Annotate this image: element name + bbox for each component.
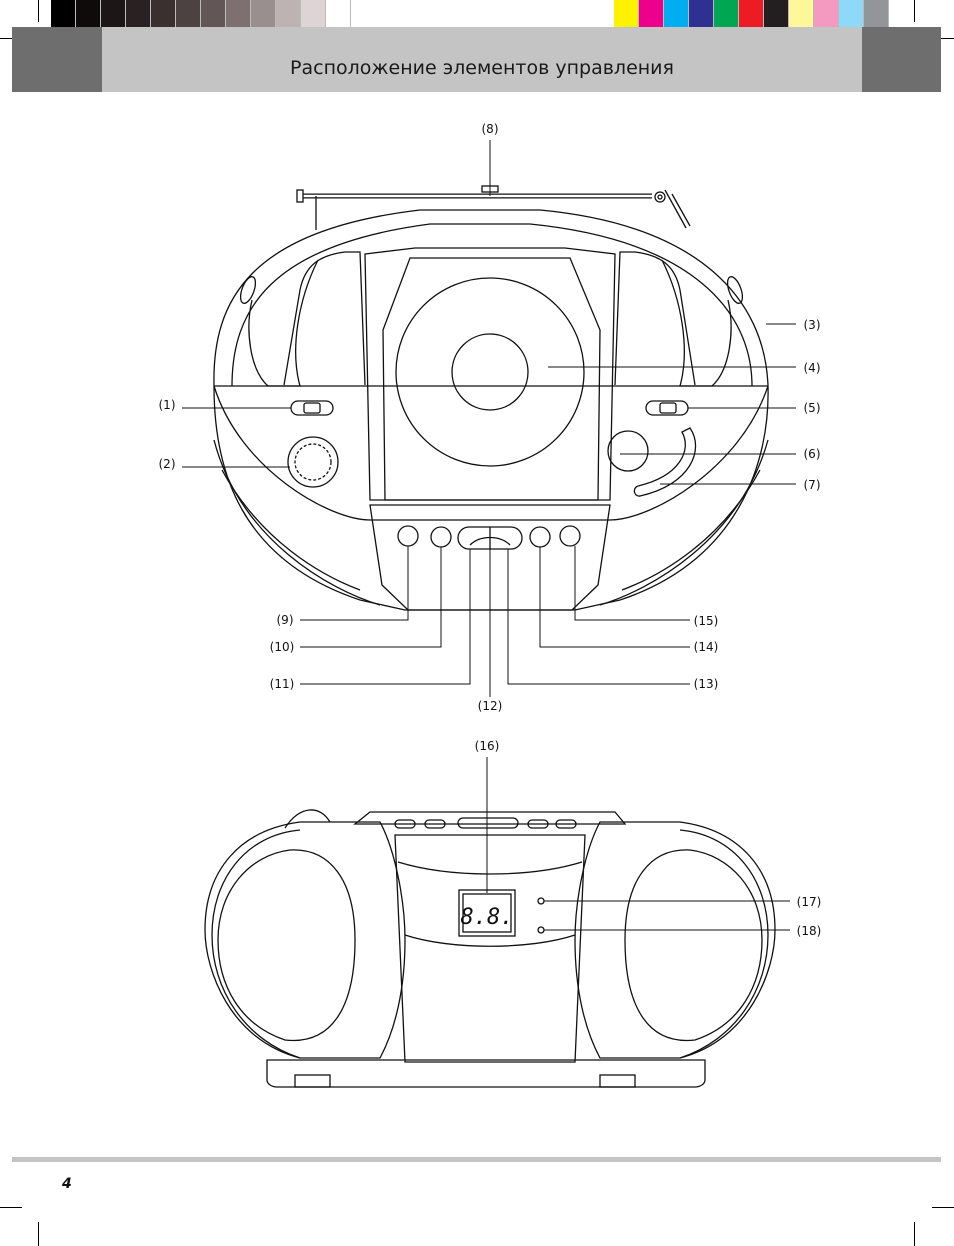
crop-mark: [0, 38, 22, 39]
color-swatch: [764, 0, 789, 27]
header-left-block: [12, 27, 102, 92]
callout-10: (10): [270, 640, 295, 654]
display-readout: 8.8.: [461, 905, 514, 930]
callout-1: (1): [159, 398, 176, 412]
color-swatch: [739, 0, 764, 27]
callout-11: (11): [270, 677, 295, 691]
color-swatch: [664, 0, 689, 27]
indicator-17: [537, 897, 545, 905]
grayscale-color-bar: [51, 0, 351, 27]
volume-knob[interactable]: [607, 430, 649, 472]
crop-mark: [932, 38, 954, 39]
color-swatch: [276, 0, 301, 27]
back-view: [204, 757, 790, 1088]
callout-6: (6): [804, 447, 821, 461]
color-swatch: [151, 0, 176, 27]
crop-mark: [932, 1207, 954, 1208]
header-title-band: [102, 27, 862, 92]
stop-button[interactable]: [430, 526, 452, 548]
callout-15: (15): [694, 614, 719, 628]
color-swatch: [789, 0, 814, 27]
crop-mark: [38, 0, 39, 22]
color-swatch: [226, 0, 251, 27]
callout-13: (13): [694, 677, 719, 691]
cd-lid: [364, 247, 616, 501]
callout-16: (16): [475, 739, 500, 753]
left-speaker-housing: [204, 821, 406, 1059]
callout-14: (14): [694, 640, 719, 654]
color-swatch: [51, 0, 76, 27]
right-speaker-grille: [624, 849, 763, 1042]
header-right-block: [862, 27, 941, 92]
crop-mark: [914, 0, 915, 22]
color-swatch: [814, 0, 839, 27]
callout-12: (12): [478, 699, 503, 713]
callout-18: (18): [797, 924, 822, 938]
rear-cabinet: [394, 834, 586, 1063]
callout-2: (2): [159, 457, 176, 471]
color-swatch: [614, 0, 639, 27]
button-panel: [369, 504, 611, 611]
play-pause-button[interactable]: [397, 525, 419, 547]
callout-4: (4): [804, 361, 821, 375]
color-swatch: [101, 0, 126, 27]
callout-17: (17): [797, 895, 822, 909]
indicator-18: [537, 926, 545, 934]
crop-mark: [0, 1207, 22, 1208]
process-color-bar: [614, 0, 889, 27]
color-swatch: [301, 0, 326, 27]
cd-spindle: [451, 333, 529, 411]
color-swatch: [864, 0, 889, 27]
color-swatch: [76, 0, 101, 27]
front-view: [182, 140, 796, 697]
callout-3: (3): [804, 318, 821, 332]
crop-mark: [38, 1222, 39, 1246]
program-button[interactable]: [529, 526, 551, 548]
crop-mark: [914, 1222, 915, 1246]
page-header: Расположение элементов управления: [12, 27, 941, 92]
color-swatch: [714, 0, 739, 27]
callout-9: (9): [277, 613, 294, 627]
color-swatch: [689, 0, 714, 27]
color-swatch: [176, 0, 201, 27]
page-number: 4: [62, 1176, 72, 1192]
footer-rule: [12, 1157, 941, 1162]
tuning-knob[interactable]: [287, 436, 339, 488]
led-strip[interactable]: [633, 427, 697, 497]
right-speaker-housing: [574, 821, 776, 1059]
color-swatch: [839, 0, 864, 27]
color-swatch: [201, 0, 226, 27]
left-speaker-grille: [217, 849, 356, 1042]
callout-5: (5): [804, 401, 821, 415]
color-swatch: [639, 0, 664, 27]
cd-compartment: [395, 277, 585, 467]
callout-labels: (8) (1) (2) (3) (4) (5) (6) (7) (9) (10)…: [159, 122, 822, 938]
page-title: Расположение элементов управления: [290, 57, 674, 79]
color-swatch: [126, 0, 151, 27]
color-swatch: [251, 0, 276, 27]
callout-7: (7): [804, 478, 821, 492]
rear-base: [266, 1059, 706, 1088]
callout-8: (8): [482, 122, 499, 136]
color-swatch: [326, 0, 351, 27]
repeat-button[interactable]: [559, 525, 581, 547]
